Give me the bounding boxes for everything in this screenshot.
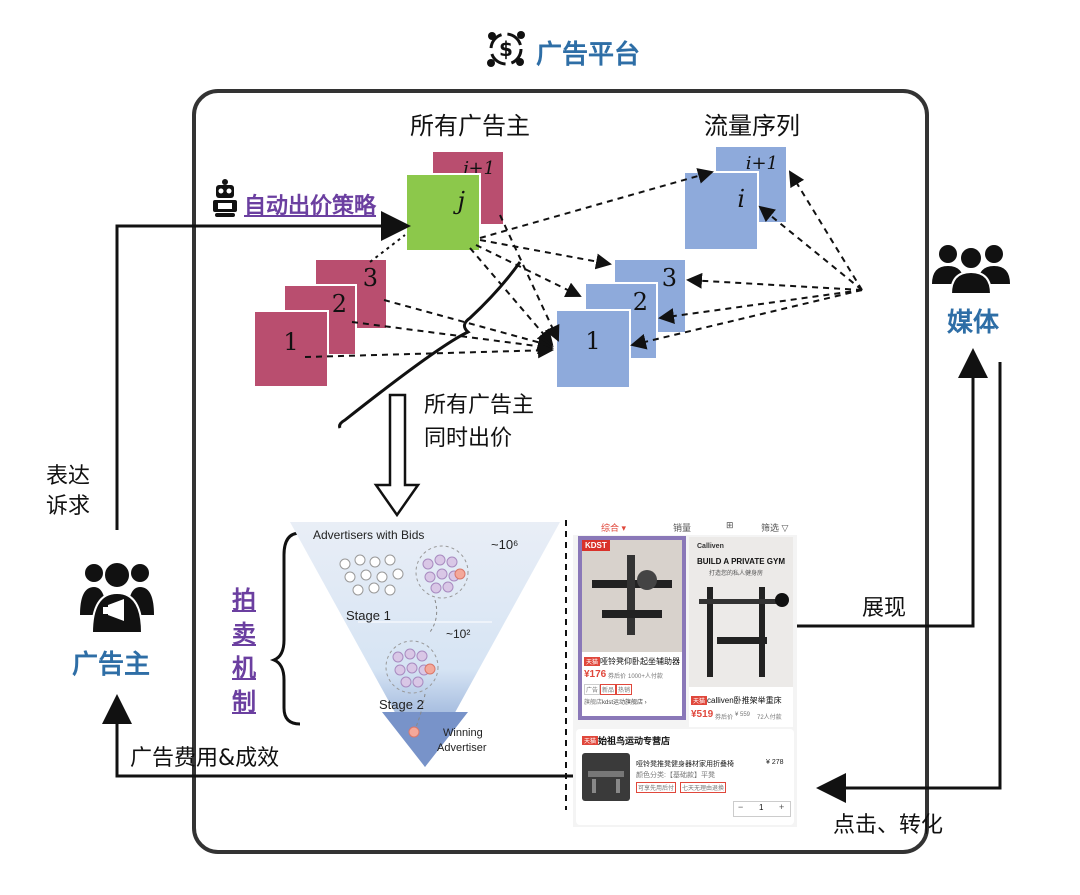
cost-label: 广告费用&成效 xyxy=(130,746,280,771)
advertiser-square-j: j xyxy=(405,173,481,252)
auction-stage1: Stage 1 xyxy=(346,608,391,623)
tab-filter[interactable]: 筛选 ▽ xyxy=(761,523,789,533)
card2-price-note: 券后价 xyxy=(715,715,734,721)
people-group-icon xyxy=(930,238,1012,295)
card2-sold: 72人付款 xyxy=(757,715,782,721)
grid-toggle-icon[interactable]: ⊞ xyxy=(726,520,734,530)
card2-image: Calliven BUILD A PRIVATE GYM 打造您的私人健身房 xyxy=(689,537,793,687)
card2-title: calliven卧推架举重床 xyxy=(707,696,782,705)
auction-top-count: ~10⁶ xyxy=(491,537,519,552)
card1-shop-tag: 天猫 xyxy=(584,657,601,666)
advertiser-label: 广告主 xyxy=(72,650,151,680)
card2-old-price: ¥ 559 xyxy=(735,712,751,718)
advertiser-square-1: 1 xyxy=(253,310,329,388)
card2-sub: 打造您的私人健身房 xyxy=(709,571,764,577)
card1-price-note: 券后价 xyxy=(608,674,627,680)
tab-comprehensive[interactable]: 综合 ▾ xyxy=(601,523,627,533)
tab-sales[interactable]: 销量 xyxy=(673,523,692,533)
card2-headline: BUILD A PRIVATE GYM xyxy=(697,557,785,566)
robot-icon xyxy=(209,178,241,218)
shop-card[interactable]: 天猫 始祖鸟运动专营店 哑铃凳推凳健身器材家用折叠椅 ¥ 278 颜色分类:【基… xyxy=(576,729,794,825)
auction-stage2: Stage 2 xyxy=(379,697,424,712)
card1-price: ¥176 xyxy=(584,669,607,680)
shop-card-spec: 颜色分类:【基础款】平凳 xyxy=(636,772,715,779)
card1-store-link[interactable]: kdst运动旗舰店 › xyxy=(602,700,647,706)
quantity-stepper[interactable]: − 1 + xyxy=(733,801,791,817)
product-card-1[interactable]: KDST 天猫 哑铃凳仰卧起坐辅助器 ¥176 券后价 1000+人付款 广告 … xyxy=(578,536,686,720)
media-label: 媒体 xyxy=(947,308,1000,338)
express-line2: 诉求 xyxy=(46,494,91,519)
traffic-header: 流量序列 xyxy=(704,112,800,140)
svg-text:$: $ xyxy=(499,37,513,61)
qty-value[interactable]: 1 xyxy=(759,803,764,812)
card1-brand: KDST xyxy=(582,540,610,551)
qty-minus-button[interactable]: − xyxy=(738,802,744,812)
shop-card-tag2: 七天无理由退换 xyxy=(680,782,727,793)
shop-card-tag: 天猫 xyxy=(582,736,599,745)
card1-tag-hot: 热销 xyxy=(616,684,633,695)
traffic-square-i: i xyxy=(683,171,759,251)
auction-winner-2: Advertiser xyxy=(437,742,487,754)
shop-card-name: 始祖鸟运动专营店 xyxy=(598,736,671,746)
traffic-square-1: 1 xyxy=(555,309,631,389)
auction-top-text: Advertisers with Bids xyxy=(313,528,425,542)
auction-label-char-3: 机 xyxy=(232,654,256,682)
simultaneous-line2: 同时出价 xyxy=(424,426,513,451)
card1-tag-new: 新品 xyxy=(600,684,617,695)
card1-title: 哑铃凳仰卧起坐辅助器 xyxy=(600,657,680,666)
advertisers-header: 所有广告主 xyxy=(410,112,530,140)
card2-shop-tag: 天猫 xyxy=(691,696,708,705)
strategy-label: 自动出价策略 xyxy=(244,194,377,219)
shop-card-thumb xyxy=(582,753,630,801)
auction-winner-1: Winning xyxy=(443,727,483,739)
qty-plus-button[interactable]: + xyxy=(779,802,785,812)
auction-label-char-1: 拍 xyxy=(232,586,256,614)
display-label: 展现 xyxy=(862,596,907,621)
card1-image xyxy=(582,540,682,652)
card1-tag-ad: 广告 xyxy=(584,684,601,695)
auction-label-char-4: 制 xyxy=(232,688,256,716)
auction-label-char-2: 卖 xyxy=(232,620,256,648)
shop-card-item: 哑铃凳推凳健身器材家用折叠椅 xyxy=(636,761,734,768)
sort-tabs: 综合 ▾ 销量 ⊞ 筛选 ▽ xyxy=(573,517,797,535)
product-card-2[interactable]: Calliven BUILD A PRIVATE GYM 打造您的私人健身房 天… xyxy=(689,537,793,727)
product-panel: 综合 ▾ 销量 ⊞ 筛选 ▽ KDST 天猫 哑铃凳仰卧起坐辅助器 ¥176 券… xyxy=(573,517,797,827)
card1-shop: 旗舰店 xyxy=(584,700,603,706)
card2-brand: Calliven xyxy=(697,543,724,550)
express-line1: 表达 xyxy=(46,464,91,489)
click-label: 点击、转化 xyxy=(833,813,944,838)
platform-icon: $ xyxy=(483,26,529,72)
shop-card-price: ¥ 278 xyxy=(766,759,784,766)
auction-mid-count: ~10² xyxy=(446,627,471,641)
card1-sold: 1000+人付款 xyxy=(628,674,663,680)
card2-price: ¥519 xyxy=(691,709,714,720)
simultaneous-line1: 所有广告主 xyxy=(424,393,535,418)
shop-card-tag1: 可享先用后付 xyxy=(636,782,677,793)
auction-funnel xyxy=(290,522,560,767)
advertiser-icon xyxy=(78,555,156,634)
platform-title: 广告平台 xyxy=(536,40,641,70)
